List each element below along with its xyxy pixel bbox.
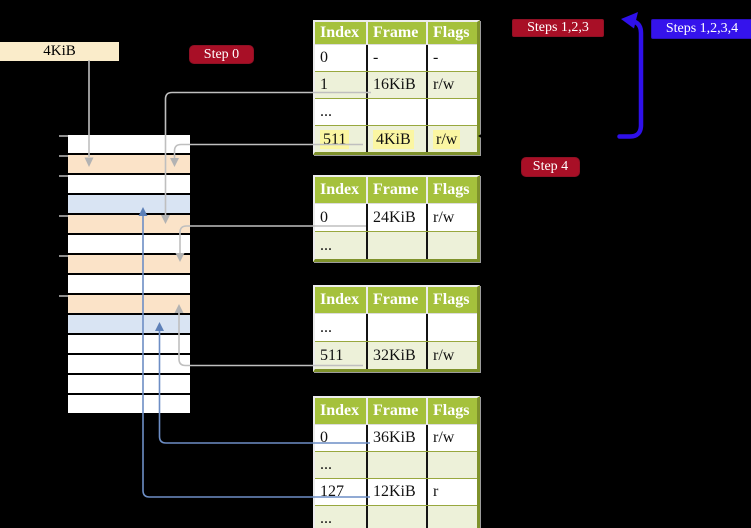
header-cell-index: Index: [320, 181, 360, 198]
table-row-ellipsis: ...: [315, 313, 477, 341]
table-header-row: Index Frame Flags: [315, 22, 477, 44]
memory-frame-row: [68, 335, 190, 353]
table-row: 127 12KiB r: [315, 478, 477, 505]
header-cell-index: Index: [320, 402, 360, 419]
memory-frame-row-pagetable: [68, 255, 190, 273]
table-cell: 511: [315, 126, 366, 152]
table-cell: [366, 314, 426, 341]
table-cell: [426, 99, 477, 125]
memory-frame-row: [68, 175, 190, 193]
table-cell: ...: [320, 456, 332, 473]
memory-frame-row: [68, 355, 190, 373]
memory-frame-row: [68, 235, 190, 253]
page-size-label: 4KiB: [0, 42, 119, 61]
header-cell-index: Index: [320, 24, 360, 41]
table-cell: r/w: [426, 425, 477, 451]
page-table-4: Index Frame Flags 0 36KiB r/w ... 127 12…: [313, 396, 480, 528]
memory-column: [68, 135, 190, 415]
steps123-badge: Steps 1,2,3: [512, 19, 604, 37]
header-cell-flags: Flags: [426, 398, 477, 424]
table-cell: r/w: [426, 72, 477, 98]
steps1234-badge: Steps 1,2,3,4: [651, 19, 751, 39]
memory-frame-row: [68, 135, 190, 153]
table-cell: 0: [320, 49, 328, 66]
table-cell: [426, 232, 477, 259]
table-cell: [366, 506, 426, 528]
table-row-ellipsis: ...: [315, 451, 477, 478]
table-cell: 127: [320, 483, 344, 500]
table-cell: [426, 506, 477, 528]
table-cell: ...: [320, 510, 332, 527]
table-row: 511 32KiB r/w: [315, 341, 477, 369]
highlighted-value: 4KiB: [373, 129, 414, 149]
table-row-ellipsis: ...: [315, 98, 477, 125]
header-cell-frame: Frame: [366, 177, 426, 203]
memory-frame-row-pagetable: [68, 215, 190, 233]
table-row-ellipsis: ...: [315, 231, 477, 259]
recursive-loop-arrowhead-icon: [621, 12, 638, 29]
table-header-row: Index Frame Flags: [315, 177, 477, 203]
table-cell: r: [426, 479, 477, 505]
memory-frame-row: [68, 395, 190, 413]
table-row: 1 16KiB r/w: [315, 71, 477, 98]
table-cell: 16KiB: [366, 72, 426, 98]
memory-frame-row-pagetable: [68, 295, 190, 313]
memory-frame-row-mapped: [68, 315, 190, 333]
table-header-row: Index Frame Flags: [315, 287, 477, 313]
memory-frame-row: [68, 275, 190, 293]
memory-frame-row-pagetable: [68, 155, 190, 173]
table-cell: 4KiB: [366, 126, 426, 152]
highlighted-value: 511: [320, 129, 350, 149]
table-cell: [366, 452, 426, 478]
table-cell: 32KiB: [366, 342, 426, 369]
table-cell: -: [366, 45, 426, 71]
recursive-loop-arrow: [617, 18, 644, 139]
header-cell-flags: Flags: [426, 177, 477, 203]
table-cell: 511: [320, 346, 344, 364]
table-cell: -: [426, 45, 477, 71]
table-cell: [366, 232, 426, 259]
header-cell-flags: Flags: [426, 287, 477, 313]
table-row: 0 36KiB r/w: [315, 424, 477, 451]
table-header-row: Index Frame Flags: [315, 398, 477, 424]
header-cell-flags: Flags: [426, 22, 477, 44]
table-cell: ...: [320, 236, 332, 254]
page-table-2: Index Frame Flags 0 24KiB r/w ...: [313, 175, 480, 262]
page-table-3: Index Frame Flags ... 511 32KiB r/w: [313, 285, 480, 372]
table-cell: 36KiB: [366, 425, 426, 451]
table-cell: 0: [320, 429, 328, 446]
memory-tick-marks: [59, 135, 68, 297]
table-row: 0 - -: [315, 44, 477, 71]
header-cell-frame: Frame: [366, 22, 426, 44]
table-cell: 1: [320, 76, 328, 93]
header-cell-index: Index: [320, 291, 360, 308]
page-table-1: Index Frame Flags 0 - - 1 16KiB r/w ... …: [313, 20, 480, 155]
table-cell: [426, 452, 477, 478]
table-cell: 12KiB: [366, 479, 426, 505]
highlighted-value: r/w: [433, 129, 461, 149]
table-cell: [426, 314, 477, 341]
step4-badge: Step 4: [521, 157, 580, 177]
header-cell-frame: Frame: [366, 287, 426, 313]
table-row-highlighted: 511 4KiB r/w: [315, 125, 477, 152]
table-cell: r/w: [426, 204, 477, 231]
table-cell: r/w: [426, 126, 477, 152]
memory-frame-row-mapped: [68, 195, 190, 213]
table-cell: ...: [320, 103, 332, 120]
header-cell-frame: Frame: [366, 398, 426, 424]
table-cell: 0: [320, 208, 328, 226]
table-cell: 24KiB: [366, 204, 426, 231]
table-cell: r/w: [426, 342, 477, 369]
table-row-ellipsis: ...: [315, 505, 477, 528]
step0-badge: Step 0: [189, 45, 254, 64]
table-cell: ...: [320, 318, 332, 336]
table-cell: [366, 99, 426, 125]
table-row: 0 24KiB r/w: [315, 203, 477, 231]
memory-frame-row: [68, 375, 190, 393]
